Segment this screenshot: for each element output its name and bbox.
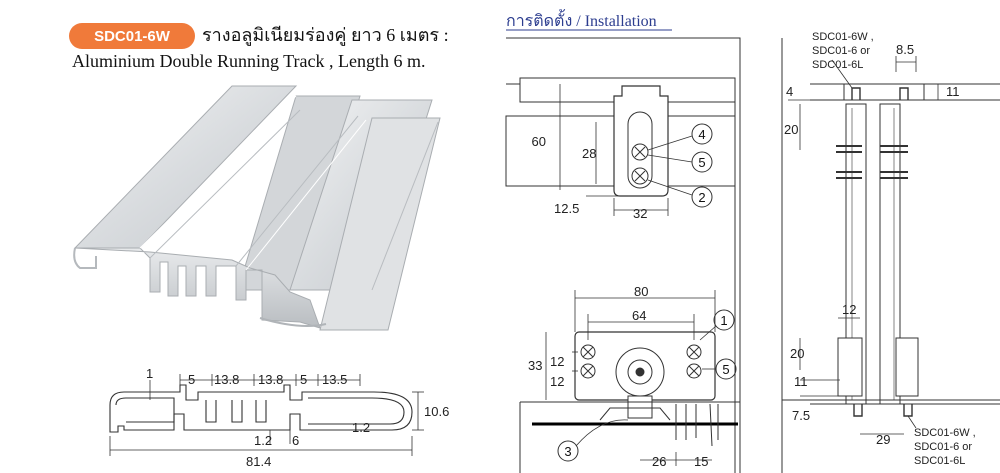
- dim-20a: 20: [784, 122, 798, 137]
- dim-12: 12: [842, 302, 856, 317]
- dim-13-8b: 13.8: [258, 372, 283, 387]
- dim-29: 29: [876, 432, 890, 447]
- section-label-bottom-3: SDC01-6L: [914, 455, 965, 467]
- part-number-5b: 5: [722, 362, 729, 377]
- dim-81-4: 81.4: [246, 454, 271, 469]
- thai-title: รางอลูมิเนียมร่องคู่ ยาว 6 เมตร :: [202, 25, 449, 46]
- english-title: Aluminium Double Running Track , Length …: [72, 51, 426, 71]
- section-label-top-1: SDC01-6W ,: [812, 31, 874, 43]
- track-3d-illustration: [73, 85, 441, 331]
- dim-5a: 5: [188, 372, 195, 387]
- product-header: SDC01-6W รางอลูมิเนียมร่องคู่ ยาว 6 เมตร…: [69, 23, 449, 71]
- vertical-section: [781, 38, 1000, 473]
- part-number-4: 4: [698, 127, 705, 142]
- dim-13-5: 13.5: [322, 372, 347, 387]
- product-code: SDC01-6W: [94, 28, 171, 45]
- dim-15: 15: [694, 454, 708, 469]
- dim-26: 26: [652, 454, 666, 469]
- dim-11b: 11: [794, 374, 808, 389]
- bracket-dimensions: 60 28 12.5 32 4 5 2: [532, 127, 706, 221]
- dim-33: 33: [528, 358, 542, 373]
- dim-13-8a: 13.8: [214, 372, 239, 387]
- dim-5b: 5: [300, 372, 307, 387]
- dim-28: 28: [582, 146, 596, 161]
- dim-60: 60: [532, 134, 546, 149]
- part-number-3: 3: [564, 444, 571, 459]
- hanger-detail: [519, 290, 741, 473]
- product-code-badge: [69, 23, 195, 49]
- dim-12-5: 12.5: [554, 201, 579, 216]
- part-number-2: 2: [698, 190, 705, 205]
- dim-8-5: 8.5: [896, 42, 914, 57]
- dim-32: 32: [633, 206, 647, 221]
- part-number-5a: 5: [698, 155, 705, 170]
- dim-4: 4: [786, 84, 793, 99]
- profile-dimensions: 1 5 13.8 13.8 5 13.5 10.6 1.2 1.2 6 81.4: [146, 366, 449, 469]
- dim-12a: 12: [550, 354, 564, 369]
- dim-7-5: 7.5: [792, 408, 810, 423]
- section-label-top-3: SDC01-6L: [812, 59, 863, 71]
- dim-20b: 20: [790, 346, 804, 361]
- bracket-detail: [505, 37, 741, 473]
- section-dimensions: SDC01-6W , SDC01-6 or SDC01-6L 8.5 4 11 …: [784, 31, 976, 467]
- dim-1: 1: [146, 366, 153, 381]
- section-label-bottom-2: SDC01-6 or: [914, 441, 972, 453]
- dim-10-6: 10.6: [424, 404, 449, 419]
- dim-6: 6: [292, 433, 299, 448]
- section-label-top-2: SDC01-6 or: [812, 45, 870, 57]
- part-number-1: 1: [720, 313, 727, 328]
- dim-80: 80: [634, 284, 648, 299]
- profile-cross-section: [109, 374, 424, 456]
- dim-64: 64: [632, 308, 646, 323]
- dim-11a: 11: [946, 84, 960, 99]
- section-label-bottom-1: SDC01-6W ,: [914, 427, 976, 439]
- dim-12b: 12: [550, 374, 564, 389]
- dim-1-2a: 1.2: [254, 433, 272, 448]
- installation-title: การติดตั้ง / Installation: [506, 9, 657, 30]
- dim-1-2b: 1.2: [352, 420, 370, 435]
- hanger-dimensions: 80 64 33 12 12 26 15 1 5 3: [528, 284, 730, 469]
